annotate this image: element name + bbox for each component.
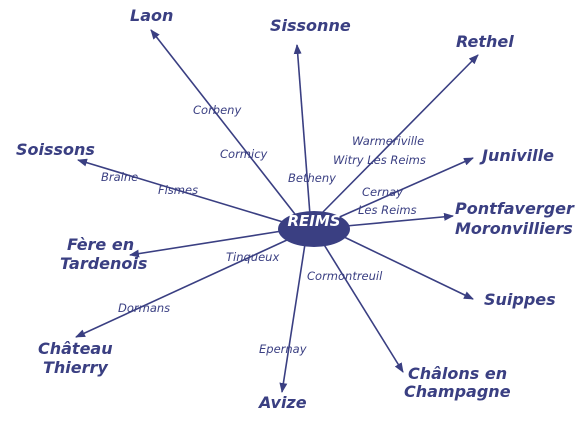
via-warmeriville: Warmeriville (352, 134, 425, 148)
route-soissons (77, 158, 284, 223)
route-suippes (341, 235, 474, 300)
destination-avize: Avize (259, 393, 307, 412)
route-pontfaverger (345, 212, 454, 227)
destination-chalons-line2: Champagne (404, 382, 511, 401)
destination-pontfaverger-line1: Pontfaverger (455, 199, 574, 218)
via-witry: Witry Les Reims (333, 153, 426, 167)
reims-node (278, 211, 350, 247)
destination-juniville: Juniville (482, 146, 554, 165)
route-sissonne (293, 44, 311, 216)
destination-fere-line1: Fère en (67, 235, 135, 254)
via-cormontreuil: Cormontreuil (307, 269, 383, 283)
via-cernay-line2: Les Reims (358, 203, 417, 217)
destination-laon: Laon (130, 6, 174, 25)
destination-suippes: Suippes (484, 290, 556, 309)
destination-fere-line2: Tardenois (60, 254, 148, 273)
route-chateau-thierry (75, 239, 288, 338)
via-braine: Braine (101, 170, 139, 184)
destination-chateau-line1: Château (38, 339, 113, 358)
reims-label: REIMS (287, 212, 341, 230)
via-corbeny: Corbeny (193, 103, 242, 117)
route-fere-en-tardenois (129, 230, 283, 258)
destination-rethel: Rethel (456, 32, 514, 51)
destination-soissons: Soissons (16, 140, 95, 159)
via-cernay-line1: Cernay (362, 185, 403, 199)
route-avize (279, 243, 306, 393)
destination-chateau-line2: Thierry (43, 358, 108, 377)
via-tinqueux: Tinqueux (226, 250, 280, 264)
via-cormicy: Cormicy (220, 147, 268, 161)
route-juniville (334, 157, 474, 220)
via-betheny: Betheny (288, 171, 336, 185)
route-chalons (322, 242, 404, 373)
route-laon (150, 29, 299, 219)
route-rethel (319, 54, 479, 216)
via-dormans: Dormans (118, 301, 171, 315)
destination-sissonne: Sissonne (270, 16, 351, 35)
via-fismes: Fismes (158, 183, 199, 197)
destination-chalons-line1: Châlons en (408, 364, 508, 383)
destination-pontfaverger-line2: Moronvilliers (455, 219, 573, 238)
via-epernay: Epernay (259, 342, 307, 356)
